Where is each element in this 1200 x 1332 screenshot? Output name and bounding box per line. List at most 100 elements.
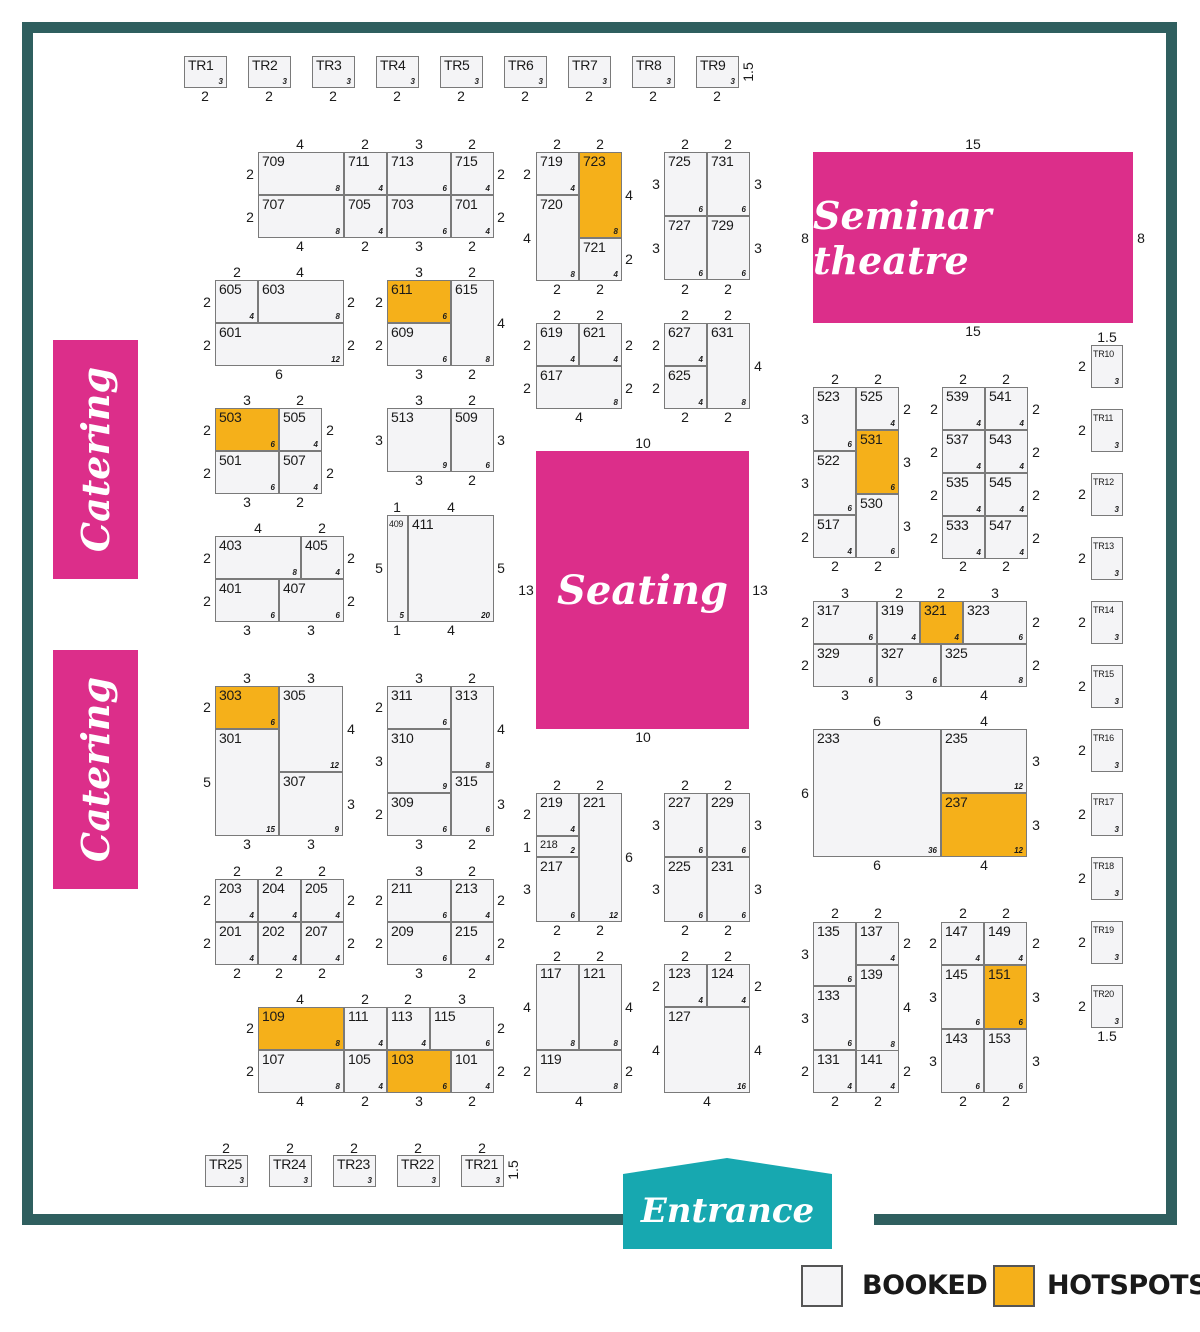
booth-141[interactable]: 1414 xyxy=(856,1050,899,1093)
booth-523[interactable]: 5236 xyxy=(813,387,856,451)
booth-403[interactable]: 4038 xyxy=(215,536,301,579)
booth-218[interactable]: 2182 xyxy=(536,836,579,857)
booth-tr22[interactable]: TR223 xyxy=(397,1155,440,1187)
booth-217[interactable]: 2176 xyxy=(536,857,579,922)
booth-149[interactable]: 1494 xyxy=(984,922,1027,965)
booth-137[interactable]: 1374 xyxy=(856,922,899,965)
booth-525[interactable]: 5254 xyxy=(856,387,899,430)
booth-tr21[interactable]: TR213 xyxy=(461,1155,504,1187)
booth-543[interactable]: 5434 xyxy=(985,430,1028,473)
booth-tr3[interactable]: TR33 xyxy=(312,56,355,88)
booth-703[interactable]: 7036 xyxy=(387,195,451,238)
booth-tr19[interactable]: TR193 xyxy=(1091,921,1123,964)
booth-727[interactable]: 7276 xyxy=(664,216,707,280)
booth-139[interactable]: 1398 xyxy=(856,965,899,1051)
booth-315[interactable]: 3156 xyxy=(451,772,494,836)
booth-719[interactable]: 7194 xyxy=(536,152,579,195)
booth-123[interactable]: 1234 xyxy=(664,964,707,1007)
booth-545[interactable]: 5454 xyxy=(985,473,1028,516)
booth-tr5[interactable]: TR53 xyxy=(440,56,483,88)
booth-tr25[interactable]: TR253 xyxy=(205,1155,248,1187)
booth-531[interactable]: 5316 xyxy=(856,430,899,494)
booth-tr8[interactable]: TR83 xyxy=(632,56,675,88)
booth-313[interactable]: 3138 xyxy=(451,686,494,772)
booth-221[interactable]: 22112 xyxy=(579,793,622,922)
booth-103[interactable]: 1036 xyxy=(387,1050,451,1093)
booth-409[interactable]: 4095 xyxy=(387,515,408,622)
booth-124[interactable]: 1244 xyxy=(707,964,750,1007)
booth-625[interactable]: 6254 xyxy=(664,366,707,409)
booth-tr20[interactable]: TR203 xyxy=(1091,985,1123,1028)
booth-127[interactable]: 12716 xyxy=(664,1007,750,1093)
booth-213[interactable]: 2134 xyxy=(451,879,494,922)
booth-tr17[interactable]: TR173 xyxy=(1091,793,1123,836)
booth-235[interactable]: 23512 xyxy=(941,729,1027,793)
booth-530[interactable]: 5306 xyxy=(856,494,899,558)
booth-707[interactable]: 7078 xyxy=(258,195,344,238)
booth-tr1[interactable]: TR13 xyxy=(184,56,227,88)
booth-tr16[interactable]: TR163 xyxy=(1091,729,1123,772)
booth-233[interactable]: 23336 xyxy=(813,729,941,857)
booth-319[interactable]: 3194 xyxy=(877,601,920,644)
booth-204[interactable]: 2044 xyxy=(258,879,301,922)
booth-611[interactable]: 6116 xyxy=(387,280,451,323)
booth-tr6[interactable]: TR63 xyxy=(504,56,547,88)
booth-513[interactable]: 5139 xyxy=(387,408,451,472)
booth-711[interactable]: 7114 xyxy=(344,152,387,195)
booth-147[interactable]: 1474 xyxy=(941,922,984,965)
booth-219[interactable]: 2194 xyxy=(536,793,579,836)
booth-621[interactable]: 6214 xyxy=(579,323,622,366)
booth-305[interactable]: 30512 xyxy=(279,686,343,772)
booth-501[interactable]: 5016 xyxy=(215,451,279,494)
booth-133[interactable]: 1336 xyxy=(813,986,856,1050)
booth-507[interactable]: 5074 xyxy=(279,451,322,494)
booth-145[interactable]: 1456 xyxy=(941,965,984,1029)
booth-705[interactable]: 7054 xyxy=(344,195,387,238)
booth-321[interactable]: 3214 xyxy=(920,601,963,644)
booth-541[interactable]: 5414 xyxy=(985,387,1028,430)
booth-709[interactable]: 7098 xyxy=(258,152,344,195)
booth-151[interactable]: 1516 xyxy=(984,965,1027,1029)
booth-631[interactable]: 6318 xyxy=(707,323,750,409)
booth-617[interactable]: 6178 xyxy=(536,366,622,409)
booth-115[interactable]: 1156 xyxy=(430,1007,494,1050)
booth-225[interactable]: 2256 xyxy=(664,857,707,922)
booth-229[interactable]: 2296 xyxy=(707,793,750,857)
booth-609[interactable]: 6096 xyxy=(387,323,451,366)
booth-tr15[interactable]: TR153 xyxy=(1091,665,1123,708)
booth-517[interactable]: 5174 xyxy=(813,515,856,558)
booth-533[interactable]: 5334 xyxy=(942,516,985,559)
booth-401[interactable]: 4016 xyxy=(215,579,279,622)
booth-201[interactable]: 2014 xyxy=(215,922,258,965)
booth-143[interactable]: 1436 xyxy=(941,1029,984,1093)
booth-505[interactable]: 5054 xyxy=(279,408,322,451)
booth-615[interactable]: 6158 xyxy=(451,280,494,366)
booth-731[interactable]: 7316 xyxy=(707,152,750,216)
booth-535[interactable]: 5354 xyxy=(942,473,985,516)
booth-603[interactable]: 6038 xyxy=(258,280,344,323)
booth-215[interactable]: 2154 xyxy=(451,922,494,965)
booth-725[interactable]: 7256 xyxy=(664,152,707,216)
booth-105[interactable]: 1054 xyxy=(344,1050,387,1093)
booth-231[interactable]: 2316 xyxy=(707,857,750,922)
booth-325[interactable]: 3258 xyxy=(941,644,1027,687)
booth-723[interactable]: 7238 xyxy=(579,152,622,238)
booth-715[interactable]: 7154 xyxy=(451,152,494,195)
booth-113[interactable]: 1134 xyxy=(387,1007,430,1050)
booth-153[interactable]: 1536 xyxy=(984,1029,1027,1093)
booth-tr11[interactable]: TR113 xyxy=(1091,409,1123,452)
booth-509[interactable]: 5096 xyxy=(451,408,494,472)
booth-619[interactable]: 6194 xyxy=(536,323,579,366)
booth-522[interactable]: 5226 xyxy=(813,451,856,515)
booth-307[interactable]: 3079 xyxy=(279,772,343,836)
booth-310[interactable]: 3109 xyxy=(387,729,451,793)
booth-317[interactable]: 3176 xyxy=(813,601,877,644)
booth-537[interactable]: 5374 xyxy=(942,430,985,473)
booth-720[interactable]: 7208 xyxy=(536,195,579,281)
booth-tr12[interactable]: TR123 xyxy=(1091,473,1123,516)
booth-131[interactable]: 1314 xyxy=(813,1050,856,1093)
booth-701[interactable]: 7014 xyxy=(451,195,494,238)
booth-323[interactable]: 3236 xyxy=(963,601,1027,644)
booth-tr2[interactable]: TR23 xyxy=(248,56,291,88)
booth-311[interactable]: 3116 xyxy=(387,686,451,729)
